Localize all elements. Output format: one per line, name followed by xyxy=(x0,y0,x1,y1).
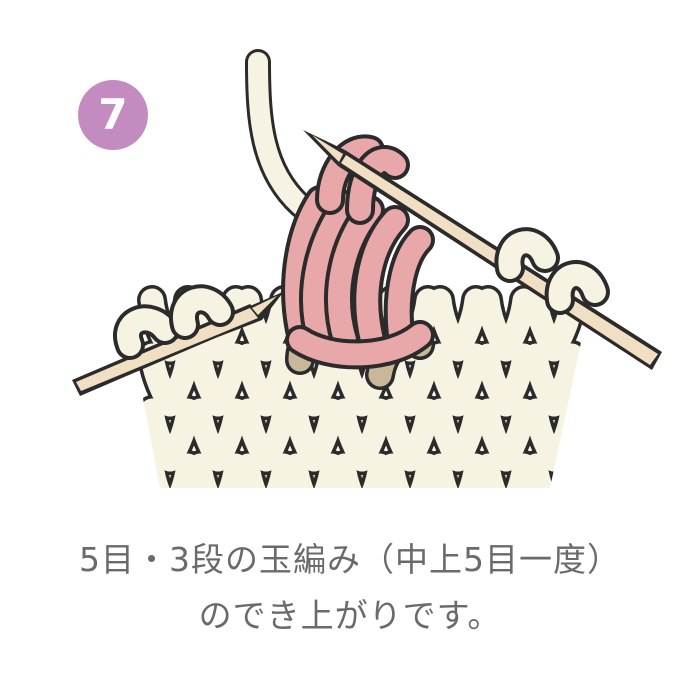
knit-fabric xyxy=(0,0,700,488)
stitch-right-leg-r3-c2 xyxy=(266,453,296,488)
stitch-right-leg-r1-c8 xyxy=(542,343,584,417)
bobble-loop-7 xyxy=(289,324,431,366)
bobble-loop-4 xyxy=(387,229,431,346)
stitch-right-leg-r1-c0 xyxy=(158,343,200,417)
stitch-right-leg-r1-c6 xyxy=(446,343,488,417)
stitch-left-leg-r3-c2 xyxy=(236,453,266,488)
bobble-stitch xyxy=(281,134,435,370)
stitch-right-leg-r1-c7 xyxy=(494,343,536,417)
bobble-loop-6 xyxy=(349,149,406,221)
caption-line-2: のでき上がりです。 xyxy=(198,596,502,635)
stitch-right-leg-r0-c6 xyxy=(446,288,488,362)
knitting-illustration xyxy=(0,0,700,488)
stitch-right-leg-r2-c5 xyxy=(398,398,440,472)
stitch-left-leg-r3-c7 xyxy=(476,453,506,488)
stitch-right-leg-r2-c1 xyxy=(206,398,248,472)
stitch-right-leg-r1-c5 xyxy=(398,343,440,417)
stitch-right-leg-r2-c6 xyxy=(446,398,488,472)
stitch-right-leg-r2-c0 xyxy=(158,398,200,472)
left-needle-loop-2 xyxy=(173,288,231,336)
step-number-badge: 7 xyxy=(78,80,148,150)
stitch-right-leg-r3-c1 xyxy=(218,453,248,488)
stitch-right-leg-r2-c2 xyxy=(254,398,296,472)
stitch-left-leg-r3-c8 xyxy=(524,453,554,488)
step-number: 7 xyxy=(98,90,128,139)
stitch-right-leg-r3-c4 xyxy=(362,453,392,488)
right-needle-loop-1 xyxy=(498,231,556,279)
right-needle-loop-2 xyxy=(548,264,606,311)
fabric-edge-right xyxy=(550,0,700,488)
stitch-left-leg-r3-c4 xyxy=(332,453,362,488)
bobble-loop-0 xyxy=(285,189,331,341)
stitch-left-leg-r3-c6 xyxy=(428,453,458,488)
stitch-right-leg-r2-c4 xyxy=(350,398,392,472)
stitch-right-leg-r3-c5 xyxy=(410,453,440,488)
stitch-right-leg-r3-c6 xyxy=(458,453,488,488)
stitch-right-leg-r3-c7 xyxy=(506,453,536,488)
fabric-edge-left xyxy=(0,0,160,488)
stitch-left-leg-r3-c5 xyxy=(380,453,410,488)
stitch-right-leg-r3-c3 xyxy=(314,453,344,488)
caption-line-1: 5目・3段の玉編み（中上5目一度） xyxy=(79,540,621,579)
left-needle xyxy=(72,290,285,396)
stitch-left-leg-r3-c3 xyxy=(284,453,314,488)
caption: 5目・3段の玉編み（中上5目一度） のでき上がりです。 xyxy=(0,532,700,644)
bobble-loop-1 xyxy=(303,194,356,351)
stitch-right-leg-r1-c2 xyxy=(254,343,296,417)
stitch-left-leg-r3-c1 xyxy=(188,453,218,488)
stitch-right-leg-r2-c7 xyxy=(494,398,536,472)
stitch-right-leg-r1-c1 xyxy=(206,343,248,417)
stitch-right-leg-r3-c0 xyxy=(170,453,200,488)
stitch-right-leg-r0-c7 xyxy=(494,288,536,362)
bobble-loop-3 xyxy=(356,209,406,351)
left-needle-loop-1 xyxy=(117,308,176,356)
stitch-right-leg-r2-c3 xyxy=(302,398,344,472)
